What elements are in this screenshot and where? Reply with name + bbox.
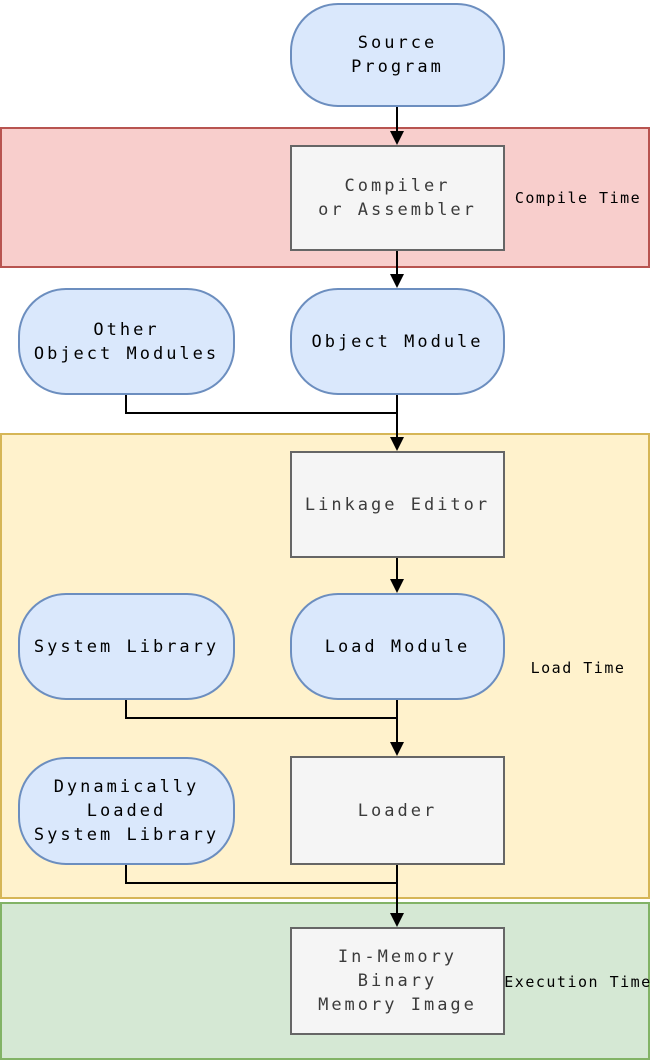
node-system-library: System Library <box>18 593 235 700</box>
node-loader-label: Loader <box>357 800 438 821</box>
node-load-module-label: Load Module <box>324 636 471 657</box>
node-object-module: Object Module <box>290 288 505 395</box>
arrowhead-load-module-icon <box>390 579 404 593</box>
node-compiler-or-assembler-label: Compiler or Assembler <box>318 176 477 220</box>
node-source-program-label: Source Program <box>351 33 444 77</box>
node-dynamically-loaded-system-library-label: Dynamically Loaded System Library <box>33 777 220 845</box>
arrowhead-object-module-icon <box>390 274 404 288</box>
node-in-memory-binary-memory-image: In-Memory Binary Memory Image <box>290 927 505 1035</box>
node-other-object-modules-label: Other Object Modules <box>33 319 220 364</box>
arrowhead-linkage-editor-icon <box>390 437 404 451</box>
node-compiler-or-assembler: Compiler or Assembler <box>290 145 505 251</box>
node-linkage-editor: Linkage Editor <box>290 451 505 558</box>
node-object-module-label: Object Module <box>311 331 484 352</box>
execution-time-label: Execution Time <box>504 973 650 991</box>
arrowhead-compiler-icon <box>390 131 404 145</box>
node-linkage-editor-label: Linkage Editor <box>304 494 491 515</box>
arrowhead-in-memory-icon <box>390 913 404 927</box>
connector-system-library-drop <box>125 698 127 719</box>
arrowhead-loader-icon <box>390 742 404 756</box>
connector-other-object-modules-merge <box>125 412 397 414</box>
node-source-program: Source Program <box>290 3 505 107</box>
connector-object-module-to-linkage-editor <box>396 395 398 439</box>
node-dynamically-loaded-system-library: Dynamically Loaded System Library <box>18 757 235 865</box>
node-loader: Loader <box>290 756 505 865</box>
connector-compiler-to-object-module <box>396 251 398 275</box>
node-load-module: Load Module <box>290 593 505 700</box>
connector-dynamic-library-merge <box>125 882 397 884</box>
compile-time-label: Compile Time <box>514 189 642 207</box>
connector-linkage-editor-to-load-module <box>396 558 398 580</box>
connector-dynamic-library-drop <box>125 863 127 884</box>
node-other-object-modules: Other Object Modules <box>18 288 235 395</box>
connector-other-object-modules-drop <box>125 393 127 414</box>
node-system-library-label: System Library <box>33 636 220 657</box>
connector-load-module-to-loader <box>396 700 398 744</box>
node-in-memory-binary-memory-image-label: In-Memory Binary Memory Image <box>318 947 477 1015</box>
connector-system-library-merge <box>125 717 397 719</box>
load-time-label: Load Time <box>530 659 626 677</box>
connector-loader-to-in-memory <box>396 865 398 915</box>
connector-source-to-compiler <box>396 107 398 133</box>
